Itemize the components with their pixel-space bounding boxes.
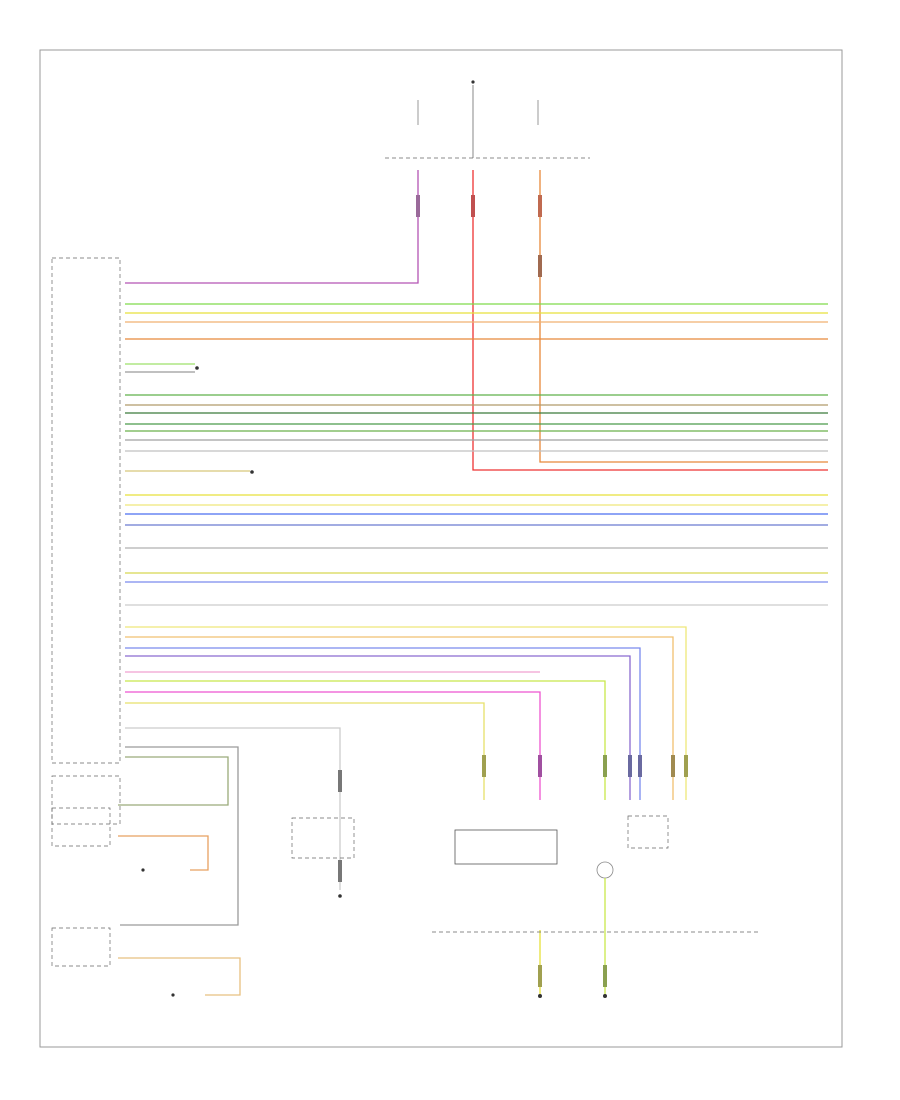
wire-orange-lamp-left bbox=[118, 835, 209, 871]
fuse-junction bbox=[471, 80, 475, 84]
ground-point-7 bbox=[603, 994, 607, 998]
left-license-sensor-box bbox=[291, 817, 355, 859]
wire-red-feed bbox=[472, 170, 828, 471]
ground-point-3 bbox=[141, 868, 145, 872]
connector-marker-8 bbox=[628, 755, 632, 777]
connector-marker-9 bbox=[638, 755, 642, 777]
wire-orange-down-1 bbox=[125, 636, 674, 800]
ground-point-4 bbox=[171, 993, 175, 997]
connector-marker-12 bbox=[338, 770, 342, 792]
rear-control-module-box bbox=[51, 775, 121, 825]
module-left-connector bbox=[51, 257, 121, 764]
connector-marker-2 bbox=[471, 195, 475, 217]
wire-yellow-down-2 bbox=[125, 680, 606, 800]
wire-purple-feed bbox=[125, 170, 419, 284]
connector-marker-11 bbox=[684, 755, 688, 777]
wire-grey-down-1 bbox=[125, 727, 341, 890]
connector-marker-3 bbox=[538, 195, 542, 217]
connector-marker-4 bbox=[538, 255, 542, 277]
wire-pink-down-1 bbox=[125, 691, 541, 800]
lamp-symbol-right bbox=[596, 861, 614, 879]
ground-point-2 bbox=[250, 470, 254, 474]
connector-marker-7 bbox=[603, 755, 607, 777]
connector-marker-6 bbox=[538, 755, 542, 777]
wire-blue-down-1 bbox=[125, 647, 641, 800]
ground-point-1 bbox=[195, 366, 199, 370]
wire-orange-feed bbox=[539, 170, 828, 463]
module-center bbox=[454, 829, 558, 865]
ground-point-5 bbox=[338, 894, 342, 898]
wire-yellow-down-1 bbox=[125, 626, 687, 800]
right-reversing-lamp bbox=[51, 927, 241, 997]
left-reversing-lamp-box bbox=[51, 807, 111, 847]
fuse-panel-top bbox=[385, 80, 590, 159]
right-reversing-lamp-box bbox=[51, 927, 111, 967]
module-left-box bbox=[51, 257, 121, 764]
left-reversing-lamp bbox=[51, 807, 209, 872]
wire-orange-lamp-right bbox=[118, 957, 241, 996]
module-center-box bbox=[454, 829, 558, 865]
ground-point-6 bbox=[538, 994, 542, 998]
connector-marker-5 bbox=[482, 755, 486, 777]
connector-marker-14 bbox=[603, 965, 607, 987]
connector-marker-10 bbox=[671, 755, 675, 777]
connector-marker-1 bbox=[416, 195, 420, 217]
left-seat-module bbox=[627, 815, 669, 849]
connector-marker-13 bbox=[538, 965, 542, 987]
wire-purple-down-1 bbox=[125, 655, 631, 800]
left-license-sensor bbox=[291, 817, 355, 898]
wire-yellow-down-3 bbox=[125, 702, 485, 800]
left-seat-module-box bbox=[627, 815, 669, 849]
connector-markers bbox=[338, 195, 688, 987]
wire-grey-down-3 bbox=[118, 756, 229, 806]
diagram-frame bbox=[39, 49, 843, 1048]
connector-marker-15 bbox=[338, 860, 342, 882]
wire-grey-down-2 bbox=[120, 746, 239, 926]
